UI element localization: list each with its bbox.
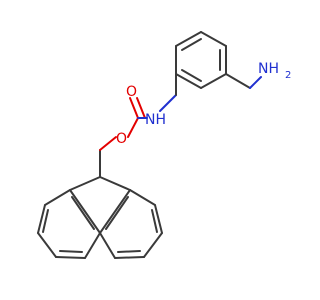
carbonyl-oxygen-label: O xyxy=(126,84,137,100)
bond-carbonyl-double-2 xyxy=(136,97,146,119)
bond-left-ring-inner-3 xyxy=(71,196,95,230)
carbamate-group xyxy=(127,94,177,138)
carbamate-nitrogen-label: NH xyxy=(145,112,166,128)
bond-right-ring-inner-1 xyxy=(151,209,158,233)
bond-five-ring-left xyxy=(69,176,101,191)
structure-canvas: O O NH NH 2 xyxy=(37,31,291,259)
fluorenyl-group xyxy=(37,176,163,259)
bond-carbonyl-double-1 xyxy=(129,97,139,119)
molecule-diagram: O O NH NH 2 xyxy=(37,31,292,259)
bond-right-ring-6 xyxy=(99,189,131,234)
amine-nitrogen-label: NH xyxy=(258,61,279,77)
bond-benzene-5 xyxy=(200,73,227,89)
bond-left-ring-5 xyxy=(84,232,101,259)
bond-benzene-inner-3 xyxy=(181,69,202,82)
bond-left-ring-4 xyxy=(55,256,86,259)
bond-left-ring-inner-1 xyxy=(42,209,49,233)
bond-left-ring-inner-2 xyxy=(59,250,83,253)
bond-ester-oxygen-carbonyl xyxy=(127,117,139,138)
bond-benzene-2 xyxy=(175,31,202,47)
bond-right-ring-4 xyxy=(114,256,145,259)
bond-benzene-inner-1 xyxy=(181,38,202,51)
bond-right-ring-5 xyxy=(99,232,116,259)
bond-aryl-ch2-amine xyxy=(225,73,251,89)
bond-nitrogen-ch2 xyxy=(159,94,177,112)
bond-ch2-amine xyxy=(249,76,262,89)
bond-left-ring-1 xyxy=(44,189,71,206)
bond-right-ring-3 xyxy=(143,232,163,258)
bond-right-ring-inner-2 xyxy=(117,250,141,253)
bond-benzene-6 xyxy=(175,73,202,89)
bond-left-ring-2 xyxy=(37,204,46,234)
bond-right-ring-2 xyxy=(154,204,163,234)
benzene-ring xyxy=(175,31,227,89)
bond-left-ring-3 xyxy=(37,232,57,258)
bond-right-ring-inner-3 xyxy=(105,196,129,230)
bond-benzene-3 xyxy=(200,31,227,47)
ester-oxygen-label: O xyxy=(116,131,127,147)
bond-left-ring-6 xyxy=(69,189,101,234)
bond-five-ring-right xyxy=(99,176,131,191)
bond-ch2-ester-oxygen xyxy=(99,136,117,151)
bond-right-ring-1 xyxy=(129,189,156,206)
amine-hydrogen-subscript: 2 xyxy=(285,70,291,81)
